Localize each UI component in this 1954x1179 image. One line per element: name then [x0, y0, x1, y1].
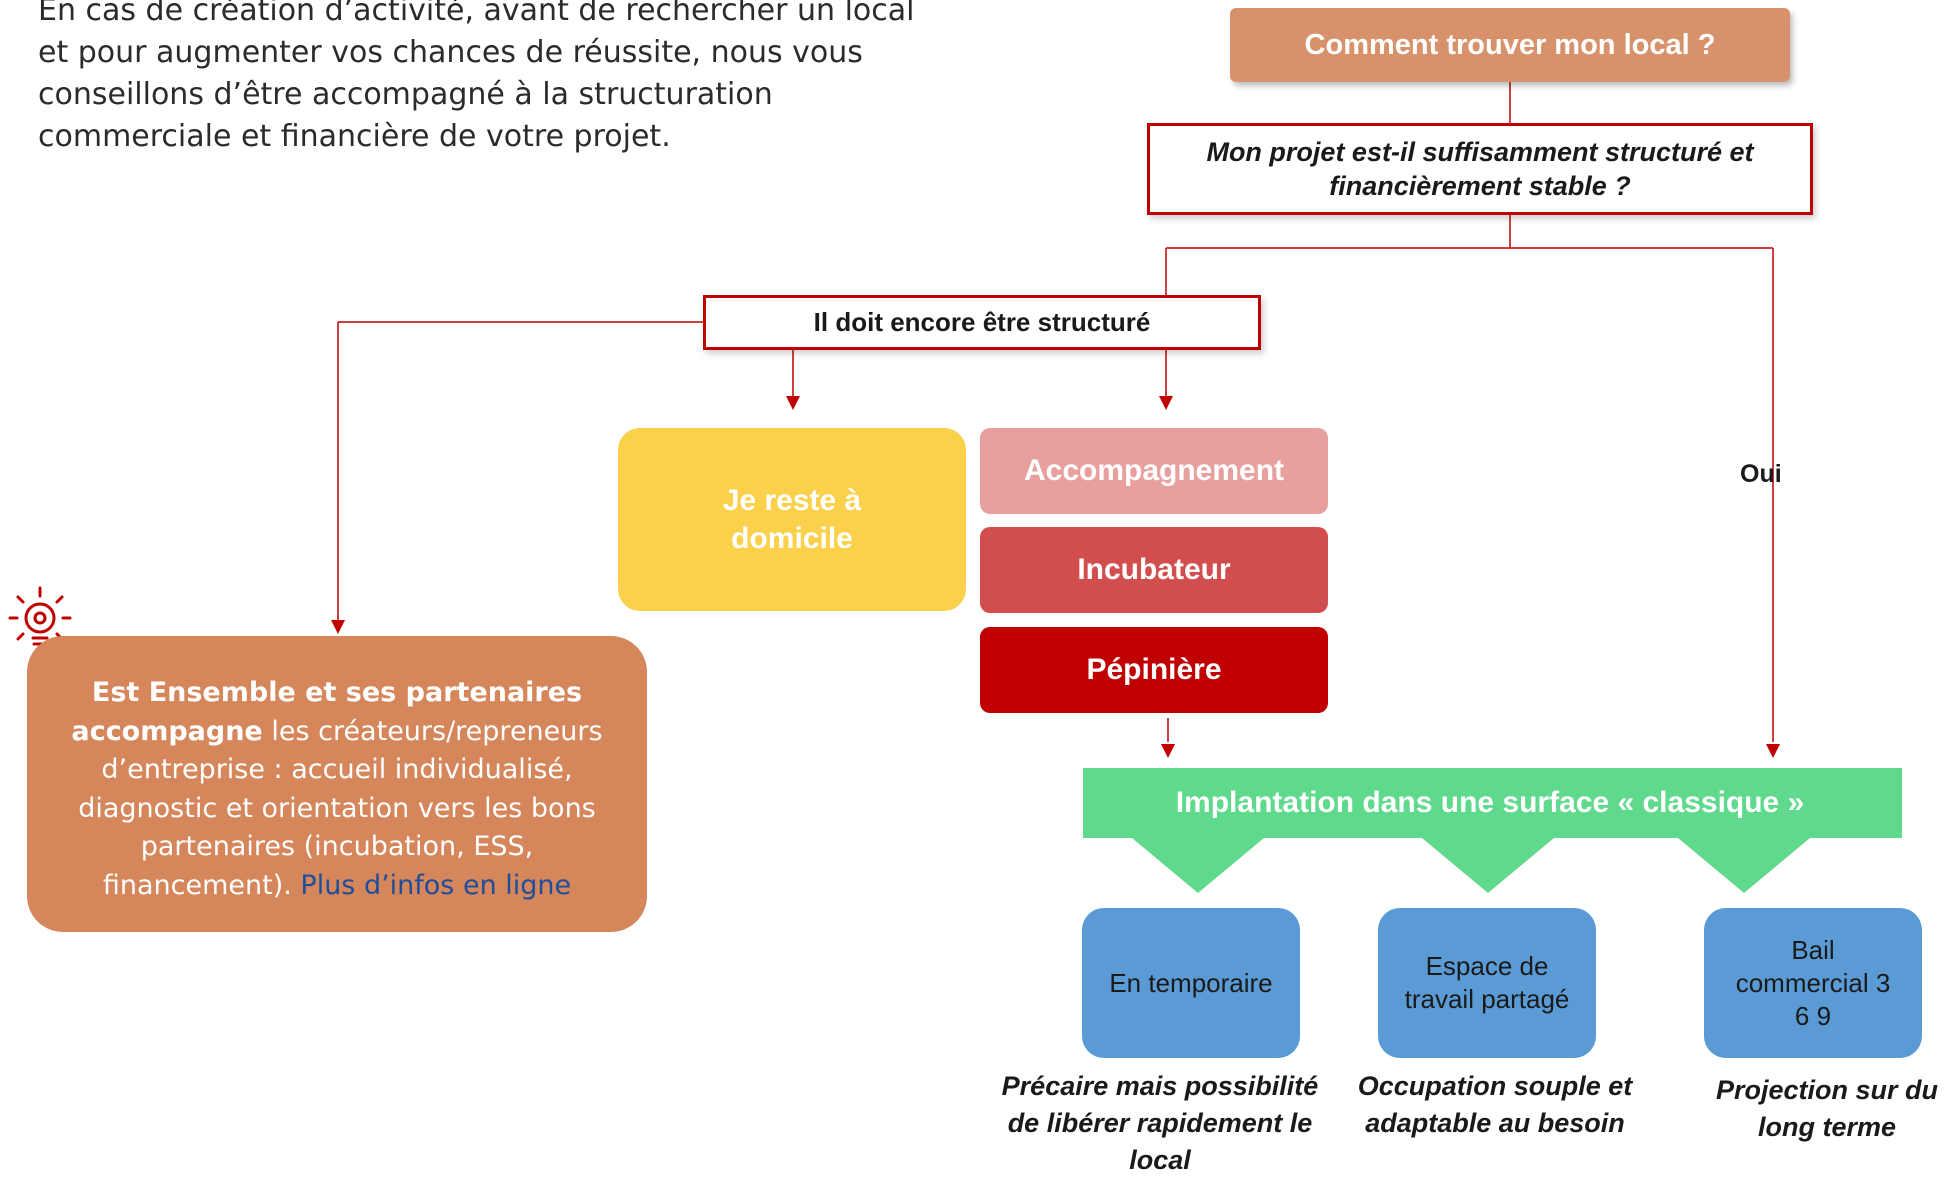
accompagnement-box: Accompagnement: [980, 428, 1328, 514]
caption-espace-partage: Occupation souple et adaptable au besoin: [1357, 1071, 1633, 1138]
title-box: Comment trouver mon local ?: [1230, 8, 1790, 82]
info-box: Est Ensemble et ses partenaires accompag…: [27, 636, 647, 932]
pepiniere-box: Pépinière: [980, 627, 1328, 713]
oui-label: Oui: [1740, 460, 1782, 488]
structure-needed-box: Il doit encore être structuré: [703, 295, 1261, 350]
caption-temporaire: Précaire mais possibilité de libérer rap…: [1001, 1071, 1319, 1175]
intro-paragraph: En cas de création d’activité, avant de …: [38, 0, 915, 154]
implantation-label: Implantation dans une surface « classiqu…: [1175, 786, 1805, 819]
implantation-banner: [1083, 768, 1902, 893]
caption-bail-commercial: Projection sur du long terme: [1715, 1075, 1939, 1142]
info-bold-text: Est Ensemble et ses partenaires accompag…: [71, 677, 583, 747]
more-info-link[interactable]: Plus d’infos en ligne: [300, 869, 572, 901]
option-bail-commercial: Bail commercial 3 6 9: [1704, 908, 1922, 1058]
stay-home-box: Je reste à domicile: [618, 428, 966, 611]
option-temporaire: En temporaire: [1082, 908, 1300, 1058]
option-espace-partage: Espace de travail partagé: [1378, 908, 1596, 1058]
incubateur-box: Incubateur: [980, 527, 1328, 613]
question-box: Mon projet est-il suffisamment structuré…: [1147, 123, 1813, 215]
info-body-text: les créateurs/repreneurs d’entreprise : …: [78, 715, 603, 901]
